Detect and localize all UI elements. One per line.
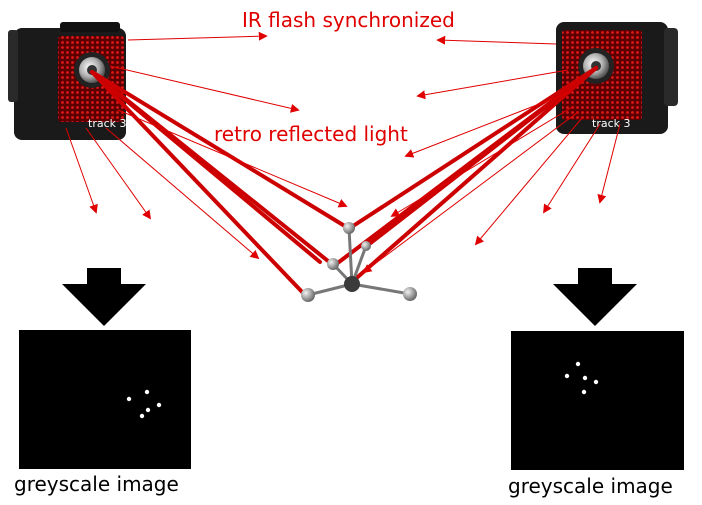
right-greyscale-screen [511,331,684,470]
left-camera-brand: track 3 [88,117,127,130]
left-down-arrow-icon [62,268,146,326]
reflected-rays [90,66,598,297]
reflected-label: retro reflected light [214,122,408,146]
flash-label: IR flash synchronized [242,8,455,32]
right-caption: greyscale image [508,474,673,498]
marker-ball [301,288,315,302]
left-caption: greyscale image [14,472,179,496]
right-camera-brand: track 3 [592,117,631,130]
right-marker-dots [564,361,599,395]
marker-ball [343,222,355,234]
target-hub [344,276,360,292]
marker-ball [327,258,339,270]
marker-target [301,222,417,302]
left-greyscale-screen [19,330,191,469]
flash-arrows [65,31,621,274]
left-camera: track 3 [8,22,127,140]
marker-ball [403,287,417,301]
right-camera: track 3 [556,22,678,134]
right-down-arrow-icon [553,268,637,326]
left-marker-dots [126,389,162,419]
marker-ball [361,241,371,251]
